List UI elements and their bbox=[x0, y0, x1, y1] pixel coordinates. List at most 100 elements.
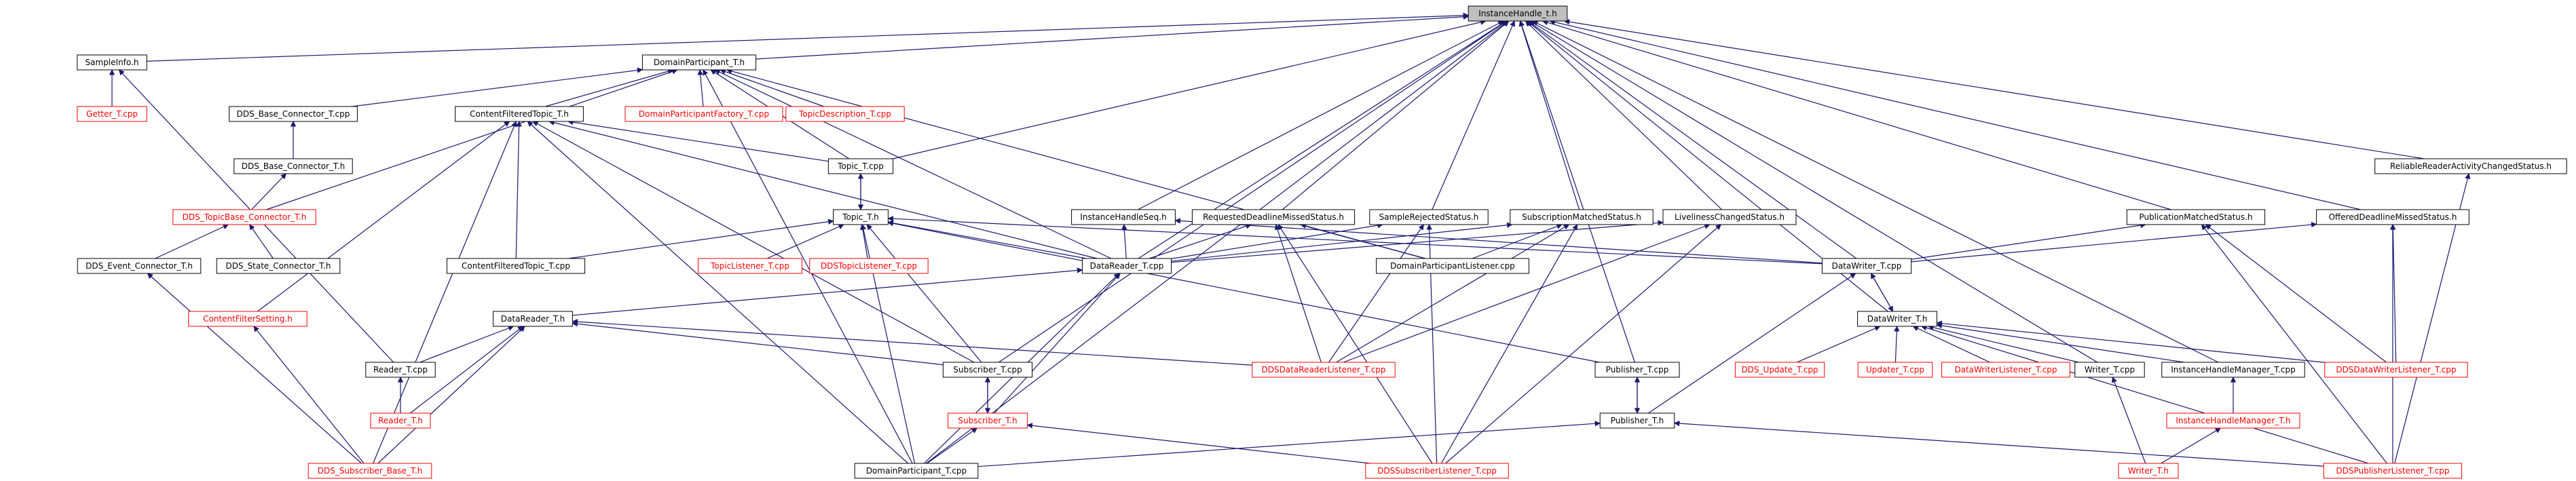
graph-node[interactable]: DDS_State_Connector_T.h bbox=[216, 258, 341, 274]
edge-drcpp-to-topich bbox=[887, 220, 1087, 259]
graph-node[interactable]: DDSDataReaderListener_T.cpp bbox=[1252, 362, 1396, 378]
node-box bbox=[2324, 362, 2468, 378]
graph-node[interactable]: SubscriptionMatchedStatus.h bbox=[1510, 209, 1654, 225]
edge-pms-to-root bbox=[1542, 20, 2171, 210]
edge-dpcpp-to-subh bbox=[927, 427, 978, 464]
graph-node[interactable]: DDS_Base_Connector_T.cpp bbox=[229, 106, 358, 122]
edge-dwcpp-to-odms bbox=[1911, 221, 2317, 263]
node-label: RequestedDeadlineMissedStatus.h bbox=[1203, 212, 1344, 222]
graph-node[interactable]: Getter_T.cpp bbox=[77, 106, 147, 122]
edge-drcpp-to-sms bbox=[1171, 222, 1513, 262]
graph-node[interactable]: ContentFilterSetting.h bbox=[188, 311, 307, 327]
node-box bbox=[1734, 362, 1825, 378]
graph-node[interactable]: DataWriter_T.cpp bbox=[1821, 258, 1912, 274]
node-label: DomainParticipantFactory_T.cpp bbox=[639, 109, 769, 119]
edge-drcpp-to-dp bbox=[714, 69, 1112, 259]
node-label: SampleRejectedStatus.h bbox=[1379, 212, 1479, 222]
edge-readercpp-to-drh bbox=[419, 325, 515, 363]
graph-node[interactable]: ContentFilteredTopic_T.cpp bbox=[446, 258, 586, 274]
graph-node[interactable]: DataReader_T.h bbox=[493, 311, 573, 327]
node-label: DataReader_T.cpp bbox=[1090, 261, 1164, 271]
edge-drh-to-drcpp bbox=[572, 267, 1083, 316]
edge-sampleinfo-to-root bbox=[147, 12, 1470, 62]
graph-node[interactable]: DDS_TopicBase_Connector_T.h bbox=[172, 209, 316, 225]
graph-node[interactable]: DomainParticipant_T.cpp bbox=[854, 463, 979, 479]
node-label: OfferedDeadlineMissedStatus.h bbox=[2329, 212, 2457, 222]
node-box bbox=[827, 158, 894, 174]
node-label: DDS_Base_Connector_T.cpp bbox=[237, 109, 350, 119]
graph-node[interactable]: DataReader_T.cpp bbox=[1081, 258, 1172, 274]
edge-dsbt-to-drh bbox=[377, 326, 525, 464]
graph-node[interactable]: Subscriber_T.h bbox=[948, 412, 1028, 429]
graph-node[interactable]: Subscriber_T.cpp bbox=[942, 362, 1033, 378]
node-box bbox=[77, 106, 147, 122]
graph-node[interactable]: DomainParticipantListener.cpp bbox=[1376, 258, 1529, 274]
graph-node[interactable]: Writer_T.h bbox=[2118, 463, 2179, 479]
node-box bbox=[234, 158, 353, 174]
edge-readerh-to-drh bbox=[409, 326, 524, 414]
graph-node[interactable]: DDSSubscriberListener_T.cpp bbox=[1365, 463, 1509, 479]
graph-node[interactable]: Updater_T.cpp bbox=[1857, 362, 1933, 378]
edge-subh-to-drcpp bbox=[994, 273, 1121, 414]
node-box bbox=[365, 362, 436, 378]
node-label: InstanceHandleManager_T.cpp bbox=[2171, 365, 2296, 374]
graph-node[interactable]: DataWriter_T.h bbox=[1857, 311, 1937, 327]
graph-node[interactable]: RequestedDeadlineMissedStatus.h bbox=[1191, 209, 1356, 225]
graph-node[interactable]: TopicListener_T.cpp bbox=[698, 258, 802, 274]
graph-node[interactable]: TopicDescription_T.cpp bbox=[785, 106, 905, 122]
edge-cfs-to-cft bbox=[257, 121, 510, 312]
node-label: DDSDataWriterListener_T.cpp bbox=[2336, 365, 2456, 374]
node-label: DDS_Subscriber_Base_T.h bbox=[318, 466, 423, 476]
graph-node[interactable]: SampleInfo.h bbox=[77, 54, 147, 71]
node-box bbox=[455, 106, 584, 122]
graph-node[interactable]: Writer_T.cpp bbox=[2074, 362, 2145, 378]
graph-node[interactable]: InstanceHandleSeq.h bbox=[1071, 209, 1176, 225]
graph-node[interactable]: ContentFilteredTopic_T.h bbox=[455, 106, 584, 122]
edge-tdt-to-dp bbox=[720, 69, 825, 107]
graph-node[interactable]: InstanceHandle_t.h bbox=[1468, 5, 1568, 22]
graph-node[interactable]: DDSDataWriterListener_T.cpp bbox=[2324, 362, 2468, 378]
graph-node[interactable]: SampleRejectedStatus.h bbox=[1369, 209, 1489, 225]
graph-node[interactable]: DomainParticipantFactory_T.cpp bbox=[624, 106, 783, 122]
graph-node[interactable]: ReliableReaderActivityChangedStatus.h bbox=[2374, 158, 2567, 174]
graph-node[interactable]: Publisher_T.cpp bbox=[1594, 362, 1680, 378]
graph-node[interactable]: DomainParticipant_T.h bbox=[641, 54, 757, 71]
edge-cftcpp-to-cft bbox=[515, 121, 522, 259]
node-box bbox=[216, 258, 341, 274]
graph-node[interactable]: InstanceHandleManager_T.cpp bbox=[2161, 362, 2305, 378]
edge-subcpp-to-root bbox=[998, 20, 1508, 363]
edge-dupd-to-dwh bbox=[1797, 326, 1881, 363]
edge-ddwl-to-odms bbox=[2390, 224, 2397, 363]
edge-dect-to-dtbch bbox=[155, 224, 229, 259]
graph-node[interactable]: DDSPublisherListener_T.cpp bbox=[2323, 463, 2463, 479]
node-label: DataWriter_T.cpp bbox=[1832, 261, 1902, 271]
node-label: Publisher_T.cpp bbox=[1606, 365, 1669, 374]
node-label: DDSSubscriberListener_T.cpp bbox=[1377, 466, 1497, 476]
node-label: ReliableReaderActivityChangedStatus.h bbox=[2390, 161, 2552, 171]
edge-ddwl-to-dwh bbox=[1936, 320, 2325, 363]
node-label: Updater_T.cpp bbox=[1866, 365, 1924, 374]
graph-node[interactable]: Publisher_T.h bbox=[1599, 412, 1675, 429]
graph-node[interactable]: Topic_T.h bbox=[833, 209, 889, 225]
graph-node[interactable]: DDS_Event_Connector_T.h bbox=[77, 258, 202, 274]
graph-node[interactable]: DDS_Update_T.cpp bbox=[1734, 362, 1825, 378]
graph-node[interactable]: DataWriterListener_T.cpp bbox=[1941, 362, 2070, 378]
graph-node[interactable]: LivelinessChangedStatus.h bbox=[1662, 209, 1797, 225]
node-box bbox=[2074, 362, 2145, 378]
graph-node[interactable]: DDS_Base_Connector_T.h bbox=[234, 158, 353, 174]
graph-node[interactable]: Reader_T.h bbox=[370, 412, 431, 429]
node-box bbox=[641, 54, 757, 71]
graph-node[interactable]: InstanceHandleManager_T.h bbox=[2166, 412, 2300, 429]
node-box bbox=[1369, 209, 1489, 225]
graph-node[interactable]: PublicationMatchedStatus.h bbox=[2126, 209, 2266, 225]
graph-node[interactable]: OfferedDeadlineMissedStatus.h bbox=[2316, 209, 2469, 225]
edge-ddwl-to-pms bbox=[2205, 224, 2387, 363]
edge-tl-to-topich bbox=[766, 224, 844, 259]
graph-node[interactable]: Reader_T.cpp bbox=[365, 362, 436, 378]
graph-node[interactable]: DDSTopicListener_T.cpp bbox=[809, 258, 929, 274]
graph-node[interactable]: Topic_T.cpp bbox=[827, 158, 894, 174]
node-label: DDSTopicListener_T.cpp bbox=[821, 261, 917, 271]
edge-dsct-to-dtbch bbox=[249, 224, 274, 259]
node-box bbox=[1857, 362, 1933, 378]
graph-node[interactable]: DDS_Subscriber_Base_T.h bbox=[307, 463, 432, 479]
